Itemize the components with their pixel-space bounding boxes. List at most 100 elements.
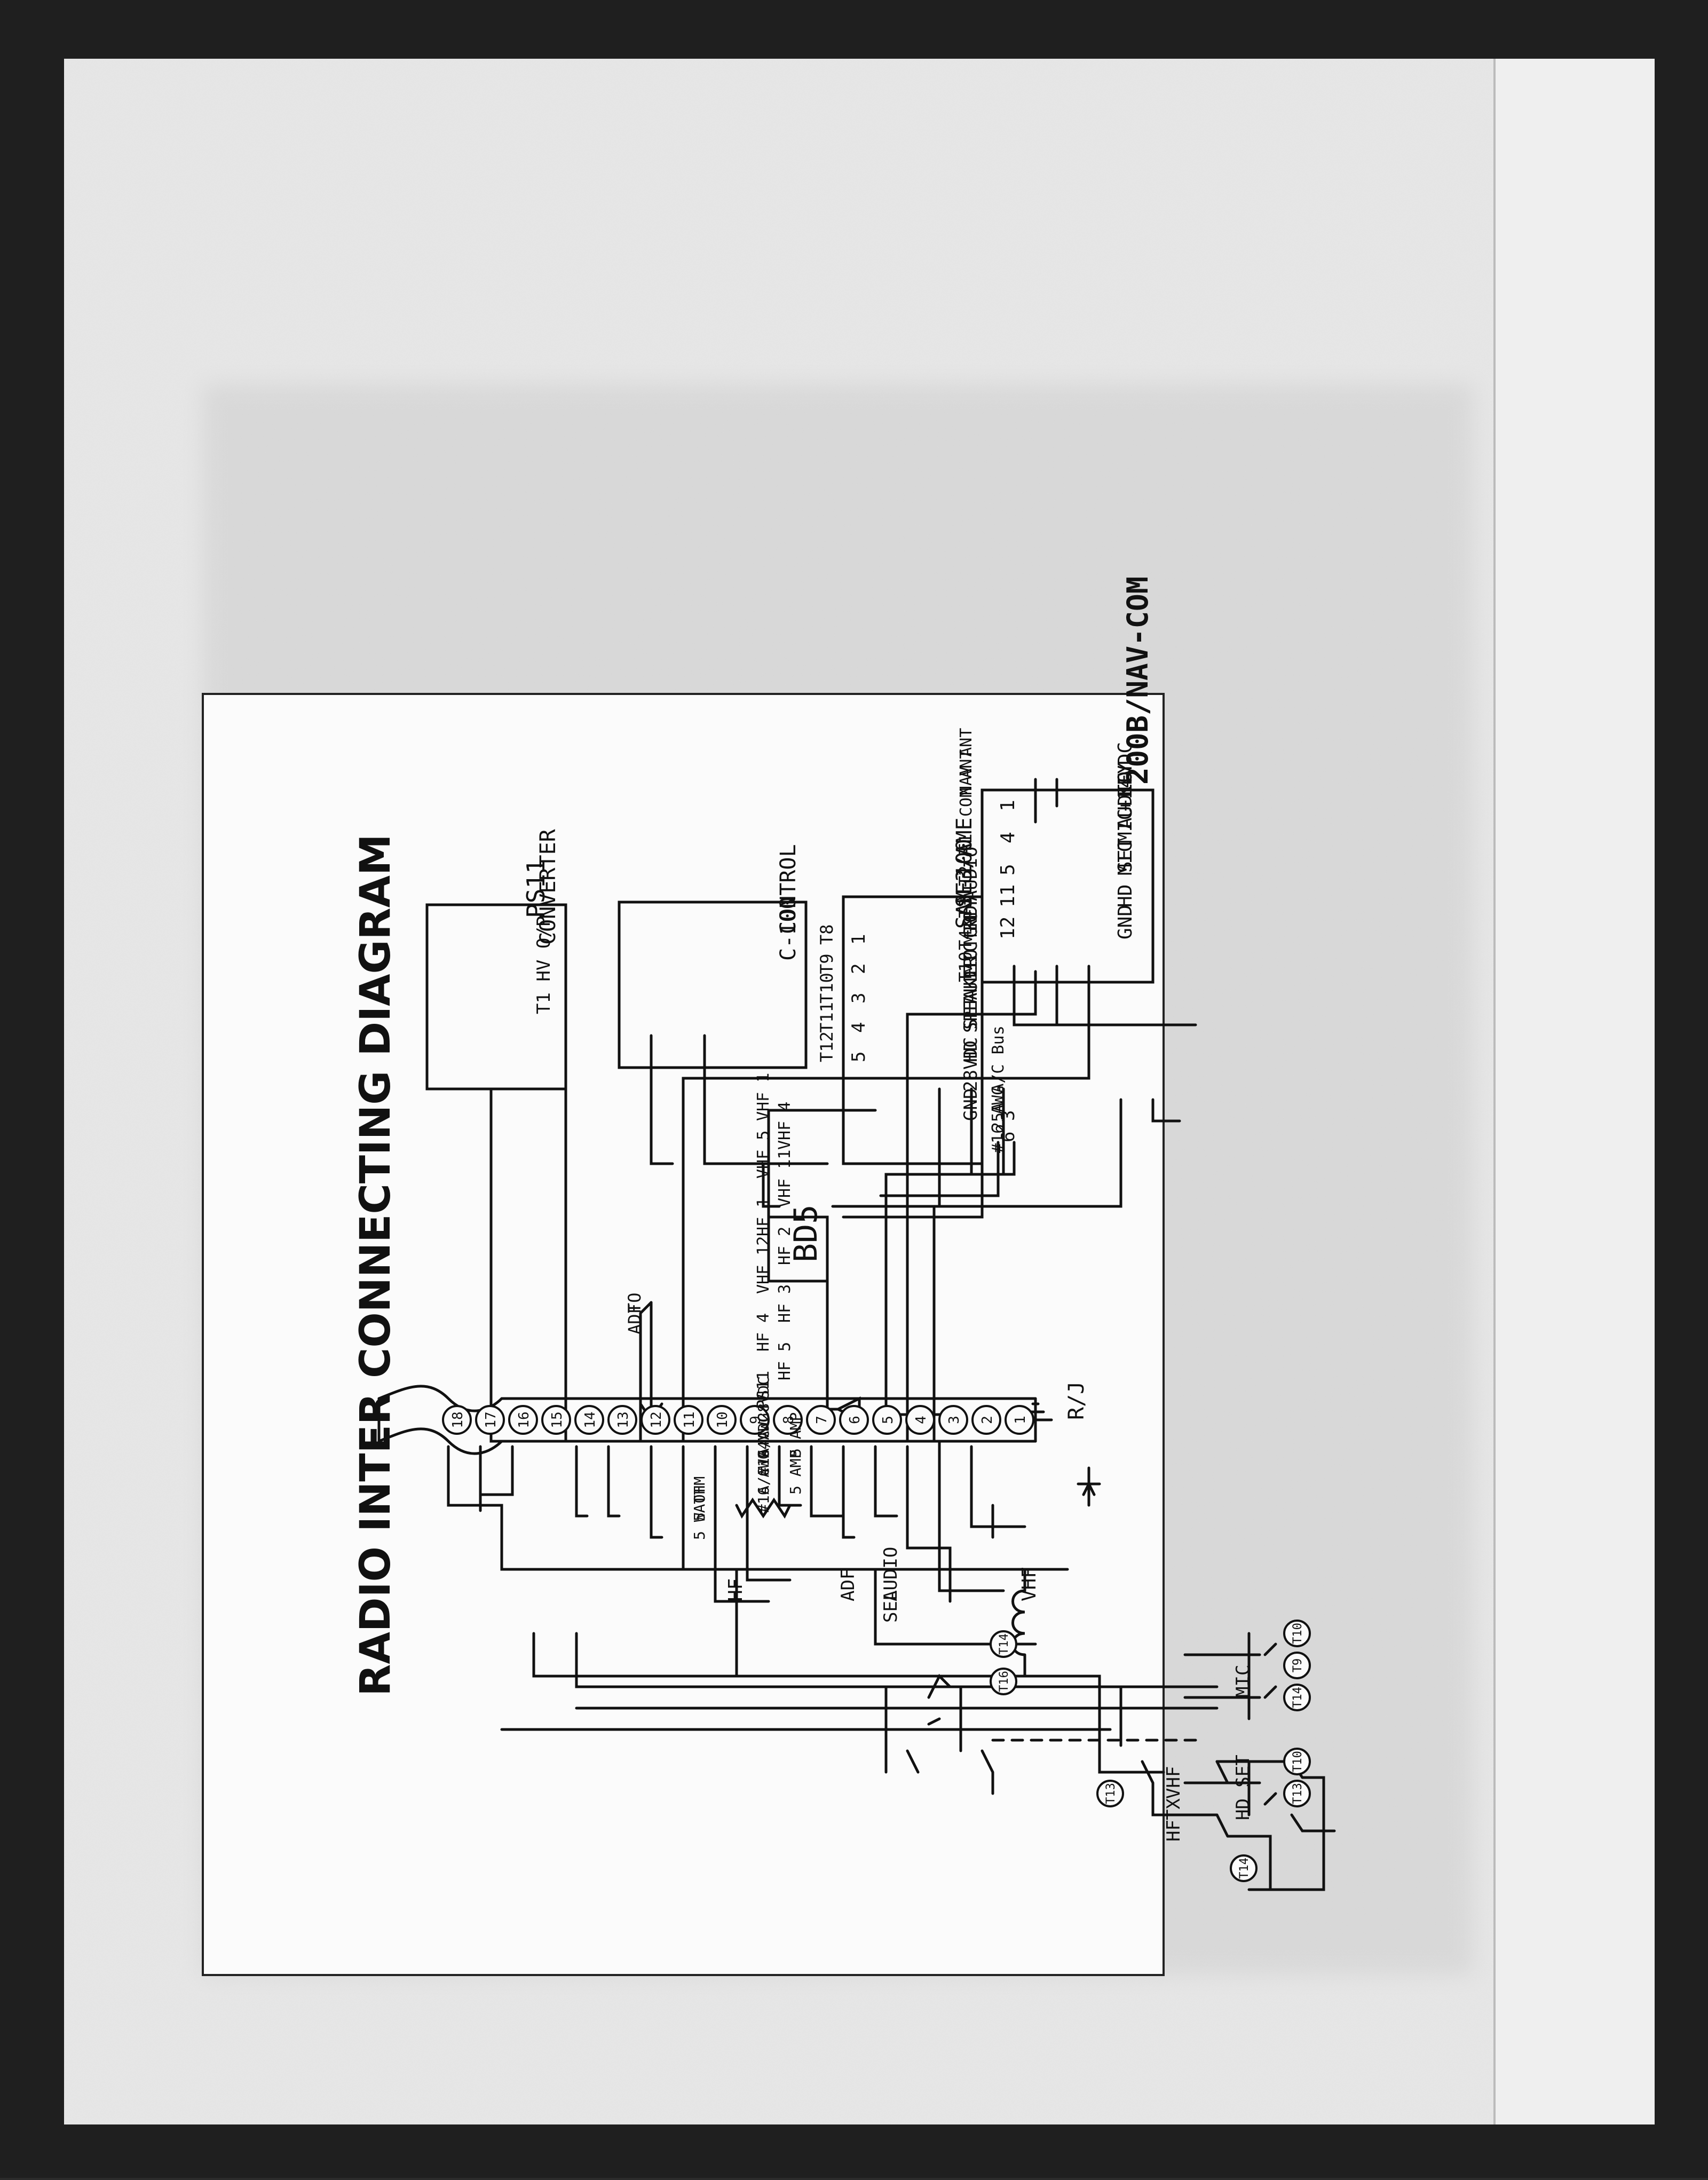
tx-hf-label: HF: [1163, 1820, 1184, 1842]
note-bus-28vdc-wire: #16 AWG: [755, 1413, 772, 1476]
strip-terminal-number: 16: [516, 1411, 532, 1428]
wire-label: HF 4: [754, 1313, 773, 1352]
wire-label: VHF 4: [776, 1102, 794, 1150]
note-bus-28vdc: A/C 28VDC: [755, 1376, 772, 1457]
strip-terminal-number: 13: [615, 1411, 631, 1428]
bd5-label: BD5: [787, 1205, 825, 1262]
strip-terminal: 13: [607, 1405, 637, 1435]
strip-terminal-number: 7: [814, 1416, 830, 1424]
sam-pin-label: MIC KEY: [960, 898, 982, 974]
strip-terminal-number: 11: [682, 1411, 698, 1428]
strip-terminal-number: 6: [847, 1416, 863, 1424]
strip-terminal-number: 4: [913, 1416, 929, 1424]
strip-name: R/J: [1064, 1381, 1089, 1420]
note-bus-24vdc: A/C 24VDC: [755, 1413, 772, 1495]
strip-terminal-number: 12: [649, 1411, 665, 1428]
strip-terminal: 18: [442, 1405, 472, 1435]
tx-vhf-label: VHF: [1163, 1766, 1184, 1799]
strip-terminal-number: 1: [1013, 1416, 1029, 1424]
sam-pin-label: AUDIO GND: [960, 905, 982, 1004]
navcom-terminal: T4: [955, 929, 976, 950]
strip-terminal-number: 10: [715, 1411, 731, 1428]
strip-terminal-number: 3: [946, 1416, 962, 1424]
strip-terminal: 11: [674, 1405, 703, 1435]
sam-terminal: T10: [817, 973, 837, 1004]
sam-terminal: T11: [817, 1002, 837, 1033]
strip-terminal-number: 14: [582, 1411, 598, 1428]
sam-terminal: T9: [817, 953, 837, 974]
strip-terminal-number: 18: [450, 1411, 466, 1428]
navcom-pin-label: GND: [1114, 905, 1136, 939]
strip-terminal: 7: [806, 1405, 836, 1435]
wire-label: VHF 5: [754, 1131, 773, 1179]
board-edge-strip: [1494, 59, 1655, 2124]
sam-pin-number: 1: [848, 934, 869, 945]
control-model: C-100: [776, 897, 801, 961]
jack-terminal-label: T10: [1291, 1751, 1304, 1772]
wire-label: HF 2: [776, 1227, 794, 1265]
note-amp-1: 5 AMP: [787, 1412, 804, 1457]
nav-ant-label: NAV ANT: [957, 728, 976, 795]
strip-terminal: 12: [640, 1405, 670, 1435]
wire-label: HF 3: [776, 1284, 794, 1323]
selector-vhf: VHF: [1018, 1567, 1040, 1601]
jack-terminal: T14: [1230, 1854, 1258, 1882]
strip-terminal: 2: [971, 1405, 1001, 1435]
sam-connector-pin-3: 3: [998, 1110, 1019, 1121]
mic-jack-label: MIC: [1232, 1665, 1254, 1697]
com-ant-label: COM ANT: [957, 749, 976, 817]
jack-terminal: T10: [1283, 1620, 1311, 1647]
wire-label: VHF 11: [776, 1150, 794, 1207]
jack-terminal: T16: [990, 1668, 1017, 1695]
note-amp-2: 5 AMP: [787, 1450, 804, 1495]
tx-tx-label: TX: [1163, 1798, 1184, 1820]
strip-terminal: 14: [574, 1405, 604, 1435]
strip-terminal: 4: [905, 1405, 935, 1435]
wire-label: PS11: [754, 1371, 773, 1409]
sam-pin-label: 28VDC: [960, 1037, 982, 1092]
navcom-terminal: T2: [955, 865, 976, 886]
control-box: [618, 901, 808, 1069]
strip-terminal: 9: [740, 1405, 770, 1435]
navcom-terminal: T3: [955, 897, 976, 918]
jack-terminal-label: T14: [1291, 1687, 1304, 1708]
strip-terminal-number: 15: [549, 1411, 565, 1428]
navcom-terminal: T1: [955, 833, 976, 854]
sam-pin-label: HD SET: [960, 997, 982, 1062]
jack-terminal-label: T14: [1238, 1858, 1251, 1879]
ps-model: CONVERTER: [536, 828, 560, 945]
jack-terminal-label: T10: [1291, 1623, 1304, 1644]
sam-model: SAM-100: [952, 839, 977, 929]
strip-terminal-number: 9: [748, 1416, 764, 1424]
sam-terminal: T8: [817, 924, 837, 945]
navcom-terminal: T10: [955, 951, 976, 982]
sam-terminal: T12: [817, 1031, 837, 1062]
sam-pin-number: 5: [848, 1052, 869, 1062]
jack-terminal: T9: [1283, 1652, 1311, 1679]
navcom-pin-label: +14VDC: [1114, 742, 1136, 811]
sam-pin-number: 2: [848, 963, 869, 974]
navcom-box: [980, 788, 1155, 984]
selector-adf: ADF: [837, 1569, 859, 1601]
navcom-pin-number: 11: [997, 884, 1019, 907]
note-res-1: 5 OHM: [691, 1476, 708, 1521]
ps-title: PS11: [521, 859, 550, 918]
strip-terminal: 15: [541, 1405, 571, 1435]
wire-label: HF 1: [754, 1198, 773, 1236]
wire-label: HF 5: [776, 1342, 794, 1380]
selector-audio-sel-1: AUDIO: [880, 1547, 902, 1601]
navcom-pin-label: MIC KEY: [1114, 762, 1136, 843]
strip-terminal: 1: [1005, 1405, 1034, 1435]
jack-terminal: T13: [1283, 1780, 1311, 1807]
strip-terminal: 16: [508, 1405, 538, 1435]
navcom-pin-label: MIC AUDIO: [1114, 771, 1136, 875]
strip-terminal: 5: [872, 1405, 902, 1435]
diagram-title: RADIO INTER CONNECTING DIAGRAM: [352, 834, 400, 1696]
